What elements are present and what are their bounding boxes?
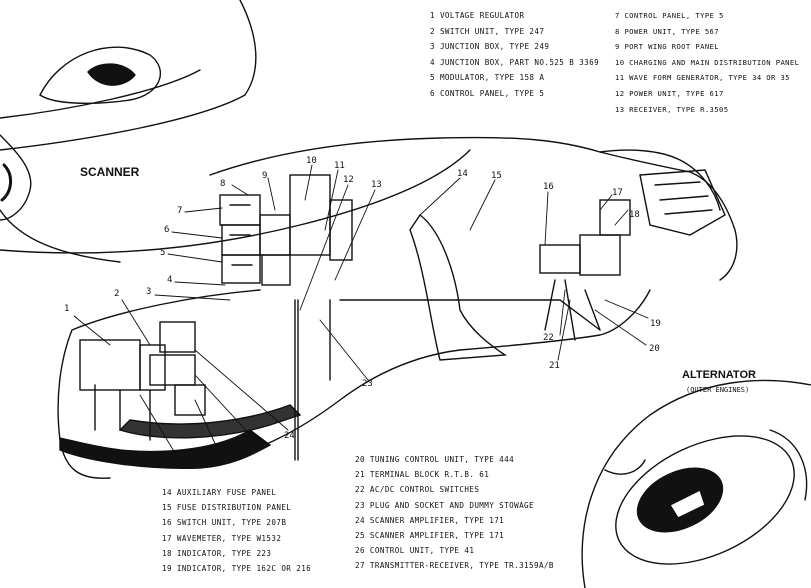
callout-5: 5 — [160, 248, 166, 258]
callout-16: 16 — [543, 182, 554, 192]
callout-leaders — [73, 164, 649, 459]
callout-25: 25 — [250, 441, 261, 451]
legend-item: 20 TUNING CONTROL UNIT, TYPE 444 — [355, 455, 515, 464]
callout-26: 26 — [211, 451, 222, 461]
legend-top-left: 1 VOLTAGE REGULATOR 2 SWITCH UNIT, TYPE … — [430, 12, 599, 106]
conduit-pipes — [294, 299, 299, 461]
legend-item: 8 POWER UNIT, TYPE 567 — [615, 26, 719, 36]
legend-item: 3 JUNCTION BOX, TYPE 249 — [430, 42, 550, 52]
legend-item: 17 WAVEMETER, TYPE W1532 — [162, 533, 282, 543]
legend-item: 18 INDICATOR, TYPE 223 — [162, 548, 272, 558]
legend-item: 4 JUNCTION BOX, PART NO.525 B 3369 — [430, 57, 600, 67]
callout-24: 24 — [284, 431, 295, 441]
legend-item: 2 SWITCH UNIT, TYPE 247 — [430, 26, 545, 36]
legend-item: 9 PORT WING ROOT PANEL — [615, 42, 719, 52]
callout-15: 15 — [491, 171, 502, 181]
callout-19: 19 — [650, 319, 661, 329]
callout-18: 18 — [629, 210, 640, 220]
legend-bottom-left: 14 AUXILIARY FUSE PANEL 15 FUSE DISTRIBU… — [162, 489, 311, 580]
legend-item: 21 TERMINAL BLOCK R.T.B. 61 — [355, 470, 490, 480]
fuselage-outline — [57, 136, 738, 479]
callout-17: 17 — [612, 188, 623, 198]
callout-3: 3 — [146, 287, 152, 297]
scanner-nose-inset — [0, 0, 471, 263]
legend-item: 22 AC/DC CONTROL SWITCHES — [355, 485, 480, 495]
callout-8: 8 — [220, 179, 226, 189]
callout-21: 21 — [549, 361, 560, 371]
legend-top-right: 7 CONTROL PANEL, TYPE 5 8 POWER UNIT, TY… — [615, 12, 799, 121]
legend-item: 7 CONTROL PANEL, TYPE 5 — [615, 11, 724, 20]
callout-22: 22 — [543, 333, 554, 343]
legend-item: 5 MODULATOR, TYPE 158 A — [430, 73, 545, 83]
legend-item: 24 SCANNER AMPLIFIER, TYPE 171 — [355, 515, 505, 525]
callout-2: 2 — [114, 289, 120, 299]
legend-item: 13 RECEIVER, TYPE R.3505 — [615, 104, 729, 114]
equipment-racks — [79, 174, 631, 441]
legend-bottom-right: 20 TUNING CONTROL UNIT, TYPE 444 21 TERM… — [355, 456, 554, 578]
callout-10: 10 — [306, 156, 317, 166]
callout-11: 11 — [334, 161, 345, 171]
callout-12: 12 — [343, 175, 354, 185]
legend-item: 15 FUSE DISTRIBUTION PANEL — [162, 503, 292, 513]
callout-14: 14 — [457, 169, 468, 179]
legend-item: 23 PLUG AND SOCKET AND DUMMY STOWAGE — [355, 500, 534, 510]
callout-27: 27 — [176, 459, 187, 469]
alternator-label: ALTERNATOR — [682, 369, 756, 381]
legend-item: 12 POWER UNIT, TYPE 617 — [615, 88, 724, 98]
legend-item: 25 SCANNER AMPLIFIER, TYPE 171 — [355, 530, 505, 540]
legend-item: 1 VOLTAGE REGULATOR — [430, 11, 525, 20]
legend-item: 10 CHARGING AND MAIN DISTRIBUTION PANEL — [615, 57, 800, 67]
legend-item: 16 SWITCH UNIT, TYPE 207B — [162, 518, 287, 528]
legend-item: 14 AUXILIARY FUSE PANEL — [162, 488, 277, 497]
callout-6: 6 — [164, 225, 170, 235]
legend-item: 11 WAVE FORM GENERATOR, TYPE 34 OR 35 — [615, 73, 790, 83]
callout-13: 13 — [371, 180, 382, 190]
legend-item: 26 CONTROL UNIT, TYPE 41 — [355, 546, 475, 556]
callout-1: 1 — [64, 304, 70, 314]
callout-20: 20 — [649, 344, 660, 354]
scanner-label: SCANNER — [80, 165, 140, 179]
callout-23: 23 — [362, 379, 373, 389]
callout-4: 4 — [167, 275, 173, 285]
alternator-note: (OUTER ENGINES) — [686, 386, 750, 394]
callout-7: 7 — [177, 206, 183, 216]
callout-9: 9 — [262, 171, 268, 181]
spar-bulkhead — [409, 213, 508, 361]
alternator-inset — [581, 379, 811, 588]
legend-item: 27 TRANSMITTER-RECEIVER, TYPE TR.3159A/B — [355, 561, 554, 571]
legend-item: 19 INDICATOR, TYPE 162C OR 216 — [162, 563, 312, 573]
legend-item: 6 CONTROL PANEL, TYPE 5 — [430, 88, 545, 98]
